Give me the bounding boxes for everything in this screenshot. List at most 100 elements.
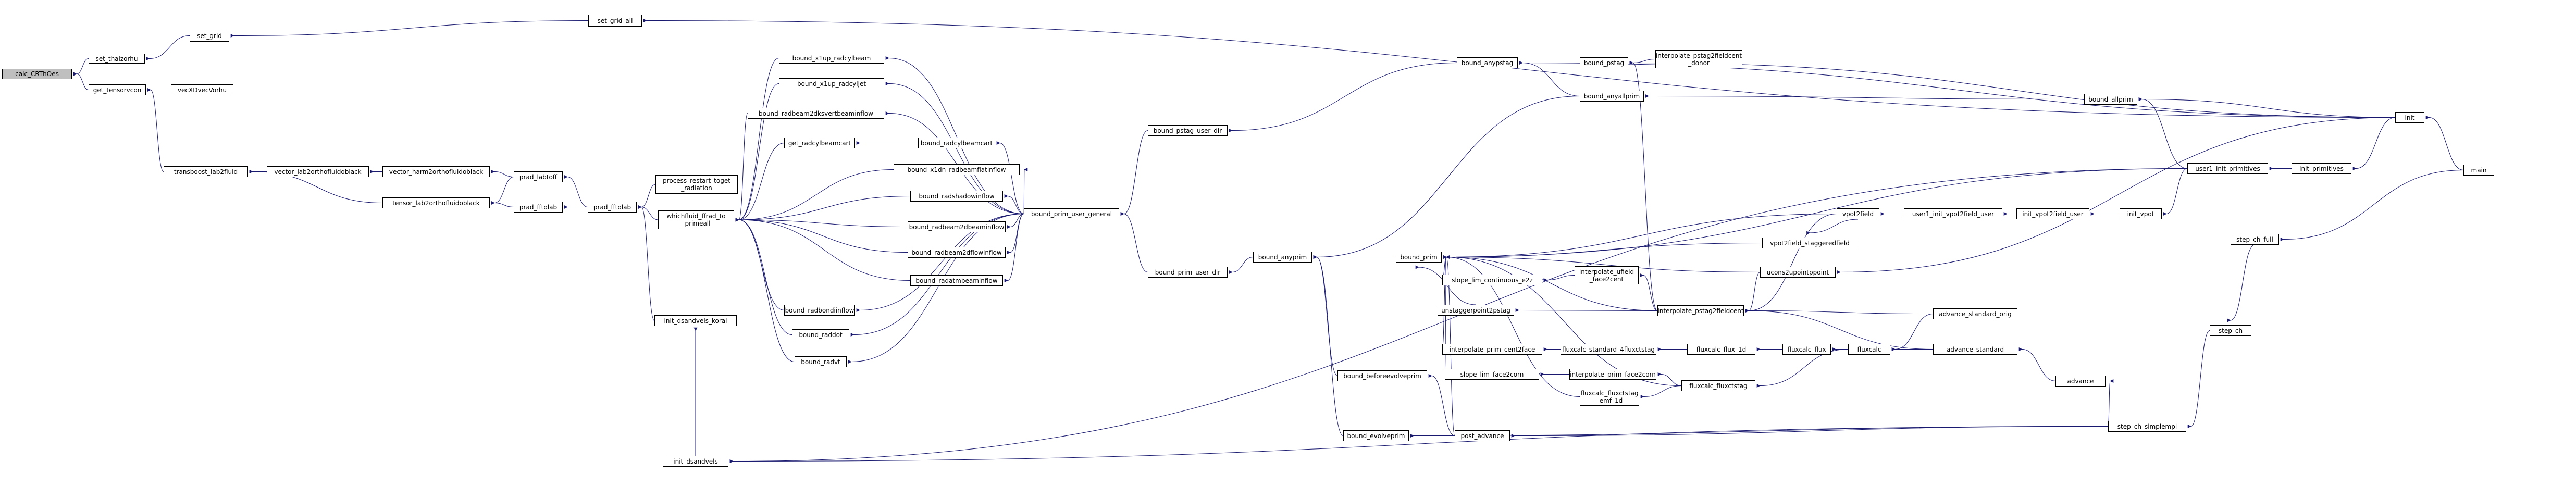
node-bound-prim[interactable]: bound_prim [1396, 252, 1442, 263]
node-user1-init-vpot2field-user[interactable]: user1_init_vpot2field_user [1904, 208, 2002, 219]
node-interpolate-pstag2fieldcent[interactable]: interpolate_pstag2fieldcent [1657, 305, 1744, 316]
node-bound-radshadowinflow[interactable]: bound_radshadowinflow [910, 191, 1003, 202]
node-bound-radbondiinflow[interactable]: bound_radbondiinflow [784, 305, 855, 316]
node-interpolate-prim-cent2face[interactable]: interpolate_prim_cent2face [1442, 344, 1542, 355]
node-process-restart[interactable]: process_restart_toget _radiation [655, 175, 738, 194]
node-advance[interactable]: advance [2055, 376, 2106, 387]
node-step-ch-simplempi[interactable]: step_ch_simplempi [2108, 421, 2186, 432]
node-init-vpot[interactable]: init_vpot [2120, 208, 2162, 219]
edge-step_ch_simplempi-to-init_dsandvels [729, 426, 2109, 464]
edge-vpot2field-to-bound_prim [1443, 214, 1837, 259]
node-bound-raddot[interactable]: bound_raddot [792, 329, 849, 340]
node-bound-radatmbeaminflow[interactable]: bound_radatmbeaminflow [910, 275, 1003, 286]
edge-get_tensorvcon-to-calc_CRTh [73, 72, 89, 90]
node-bound-anyprim[interactable]: bound_anyprim [1253, 252, 1312, 263]
node-bound-pstag[interactable]: bound_pstag [1580, 57, 1628, 68]
node-set-grid-all[interactable]: set_grid_all [588, 15, 642, 27]
node-slope-lim-continuous[interactable]: slope_lim_continuous_e2z [1442, 275, 1542, 285]
node-fluxcalc-flux-1d[interactable]: fluxcalc_flux_1d [1687, 344, 1755, 355]
edge-fluxcalc_fluxctstag_emf-to-bound_prim [1443, 255, 1580, 397]
node-fluxcalc-flux[interactable]: fluxcalc_flux [1782, 344, 1831, 355]
node-prad-fftolab[interactable]: prad_fftolab [514, 202, 563, 213]
node-bound-x1dn-radbeam[interactable]: bound_x1dn_radbeamflatinflow [894, 164, 1020, 175]
node-vpot2field[interactable]: vpot2field [1837, 208, 1879, 219]
node-fluxcalc-fluxctstag-emf[interactable]: fluxcalc_fluxctstag _emf_1d [1580, 388, 1639, 406]
node-init-vpot2field-user[interactable]: init_vpot2field_user [2016, 208, 2089, 219]
node-get-radcylbeamcart[interactable]: get_radcylbeamcart [784, 138, 855, 148]
edge-bound_prim_user_general-to-bound_radvt [848, 214, 1024, 364]
edge-advance_standard_orig-to-fluxcalc [1891, 314, 1934, 352]
node-bound-radbeam2dbeaminflow[interactable]: bound_radbeam2dbeaminflow [908, 221, 1006, 232]
node-prad-labtoff[interactable]: prad_labtoff [514, 171, 563, 182]
edge-bound_pstag_user_dir-to-bound_prim_user_general [1120, 130, 1148, 216]
node-set-grid[interactable]: set_grid [190, 30, 229, 42]
edge-bound_x1up_radcyljet-to-whichfluid [735, 83, 779, 222]
node-bound-anyallprim[interactable]: bound_anyallprim [1580, 91, 1644, 102]
node-vecXDvecVorhu[interactable]: vecXDvecVorhu [171, 84, 233, 95]
edge-step_ch_simplempi-to-advance [2108, 379, 2114, 427]
edge-vpot2field-to-interpolate_pstag2fieldcent [1745, 214, 1837, 313]
node-fluxcalc-standard-4fluxctstag[interactable]: fluxcalc_standard_4fluxctstag [1561, 344, 1656, 355]
node-unstaggerpoint[interactable]: unstaggerpoint2pstag [1438, 305, 1514, 316]
node-bound-anypstag[interactable]: bound_anypstag [1457, 57, 1518, 68]
node-bound-beforeevolveprim[interactable]: bound_beforeevolveprim [1337, 370, 1427, 381]
node-bound-evolveprim[interactable]: bound_evolveprim [1343, 430, 1409, 441]
node-interpolate-ufield[interactable]: interpolate_ufield _face2cent [1575, 266, 1639, 284]
node-ucons2upointppoint[interactable]: ucons2upointppoint [1760, 267, 1836, 278]
edge-user1_init_primitives-to-bound_prim [1443, 168, 2188, 259]
node-fluxcalc[interactable]: fluxcalc [1848, 344, 1890, 355]
node-init[interactable]: init [2395, 112, 2424, 123]
edge-init-to-bound_anypstag [1519, 60, 2396, 118]
node-tensor-lab2[interactable]: tensor_lab2orthofluidoblack [382, 197, 490, 208]
node-calc-CRTh[interactable]: calc_CRThOes [2, 69, 72, 79]
node-interpolate-pstag[interactable]: interpolate_pstag2fieldcent _donor [1655, 50, 1742, 68]
edge-bound_radbeam2dflowinflow-to-whichfluid [735, 218, 908, 253]
node-post-advance[interactable]: post_advance [1455, 430, 1510, 441]
node-bound-prim-user-dir[interactable]: bound_prim_user_dir [1148, 267, 1228, 278]
node-bound-radcylbeamcart[interactable]: bound_radcylbeamcart [918, 138, 995, 148]
node-bound-x1up-radcylbeam[interactable]: bound_x1up_radcylbeam [779, 53, 884, 64]
edge-bound_radvt-to-whichfluid [735, 218, 795, 362]
edge-fluxcalc-to-fluxcalc_fluxctstag [1756, 349, 1849, 388]
node-bound-pstag-user-dir[interactable]: bound_pstag_user_dir [1148, 125, 1228, 136]
node-prad-fftolab2[interactable]: prad_fftolab [588, 202, 637, 213]
node-whichfluid[interactable]: whichfluid_ffrad_to _primeall [658, 210, 734, 229]
edge-interpolate_ufield-to-slope_lim_continuous [1543, 275, 1575, 282]
edge-bound_anyprim-to-bound_prim_user_dir [1229, 257, 1254, 275]
node-advance-standard-orig[interactable]: advance_standard_orig [1933, 308, 2017, 319]
node-get-tensorvcon[interactable]: get_tensorvcon [89, 84, 146, 95]
node-bound-x1up-radcyljet[interactable]: bound_x1up_radcyljet [779, 78, 884, 89]
node-transboost[interactable]: transboost_lab2fluid [164, 166, 248, 177]
node-user1-init-primitives[interactable]: user1_init_primitives [2187, 163, 2268, 174]
edge-init-to-set_grid_all [643, 18, 2396, 118]
node-init-primitives[interactable]: init_primitives [2292, 163, 2351, 174]
node-slope-lim-face2corn[interactable]: slope_lim_face2corn [1445, 369, 1539, 380]
node-bound-radvt[interactable]: bound_radvt [795, 356, 847, 367]
edge-bound_raddot-to-whichfluid [735, 218, 792, 335]
edge-bound_beforeevolveprim-to-bound_anyprim [1313, 255, 1338, 376]
node-fluxcalc-fluxctstag[interactable]: fluxcalc_fluxctstag [1681, 380, 1755, 391]
node-bound-radbeam2dflowinflow[interactable]: bound_radbeam2dflowinflow [908, 247, 1006, 258]
edge-fluxcalc_fluxctstag-to-interpolate_prim_face2corn [1657, 372, 1682, 386]
node-init-dsandvels[interactable]: init_dsandvels [663, 456, 728, 467]
node-set-thalzorhu[interactable]: set_thalzorhu [89, 54, 145, 64]
node-advance-standard[interactable]: advance_standard [1933, 344, 2017, 355]
node-step-ch[interactable]: step_ch [2210, 325, 2251, 336]
edge-whichfluid-to-prad_fftolab2 [638, 205, 659, 220]
node-step-ch-full[interactable]: step_ch_full [2231, 234, 2279, 245]
edge-bound_prim_user_general-to-bound_radcylbeamcart [996, 141, 1024, 214]
node-bound-allprim[interactable]: bound_allprim [2084, 94, 2137, 105]
edge-init-to-ucons2upointppoint [1837, 117, 2396, 275]
node-vector-harm2[interactable]: vector_harm2orthofluidoblack [382, 166, 490, 177]
node-bound-radbeam2dksvertbeaminflow[interactable]: bound_radbeam2dksvertbeaminflow [748, 108, 884, 119]
node-main[interactable]: main [2463, 165, 2494, 176]
node-bound-prim-user-general[interactable]: bound_prim_user_general [1024, 208, 1119, 219]
node-vector-lab2[interactable]: vector_lab2orthofluidoblack [267, 166, 369, 177]
edge-interpolate_pstag-to-bound_pstag [1629, 59, 1656, 65]
edge-step_ch_simplempi-to-bound_evolveprim [1410, 426, 2109, 438]
node-init-dsandvels-koral[interactable]: init_dsandvels_koral [654, 315, 737, 326]
edge-main-to-step_ch_full [2280, 170, 2464, 242]
node-vpot2field-staggeredfield[interactable]: vpot2field_staggeredfield [1762, 238, 1857, 248]
node-interpolate-prim-face2corn[interactable]: interpolate_prim_face2corn [1569, 369, 1656, 380]
edge-bound_prim_user_general-to-bound_radshadowinflow [1004, 194, 1024, 214]
